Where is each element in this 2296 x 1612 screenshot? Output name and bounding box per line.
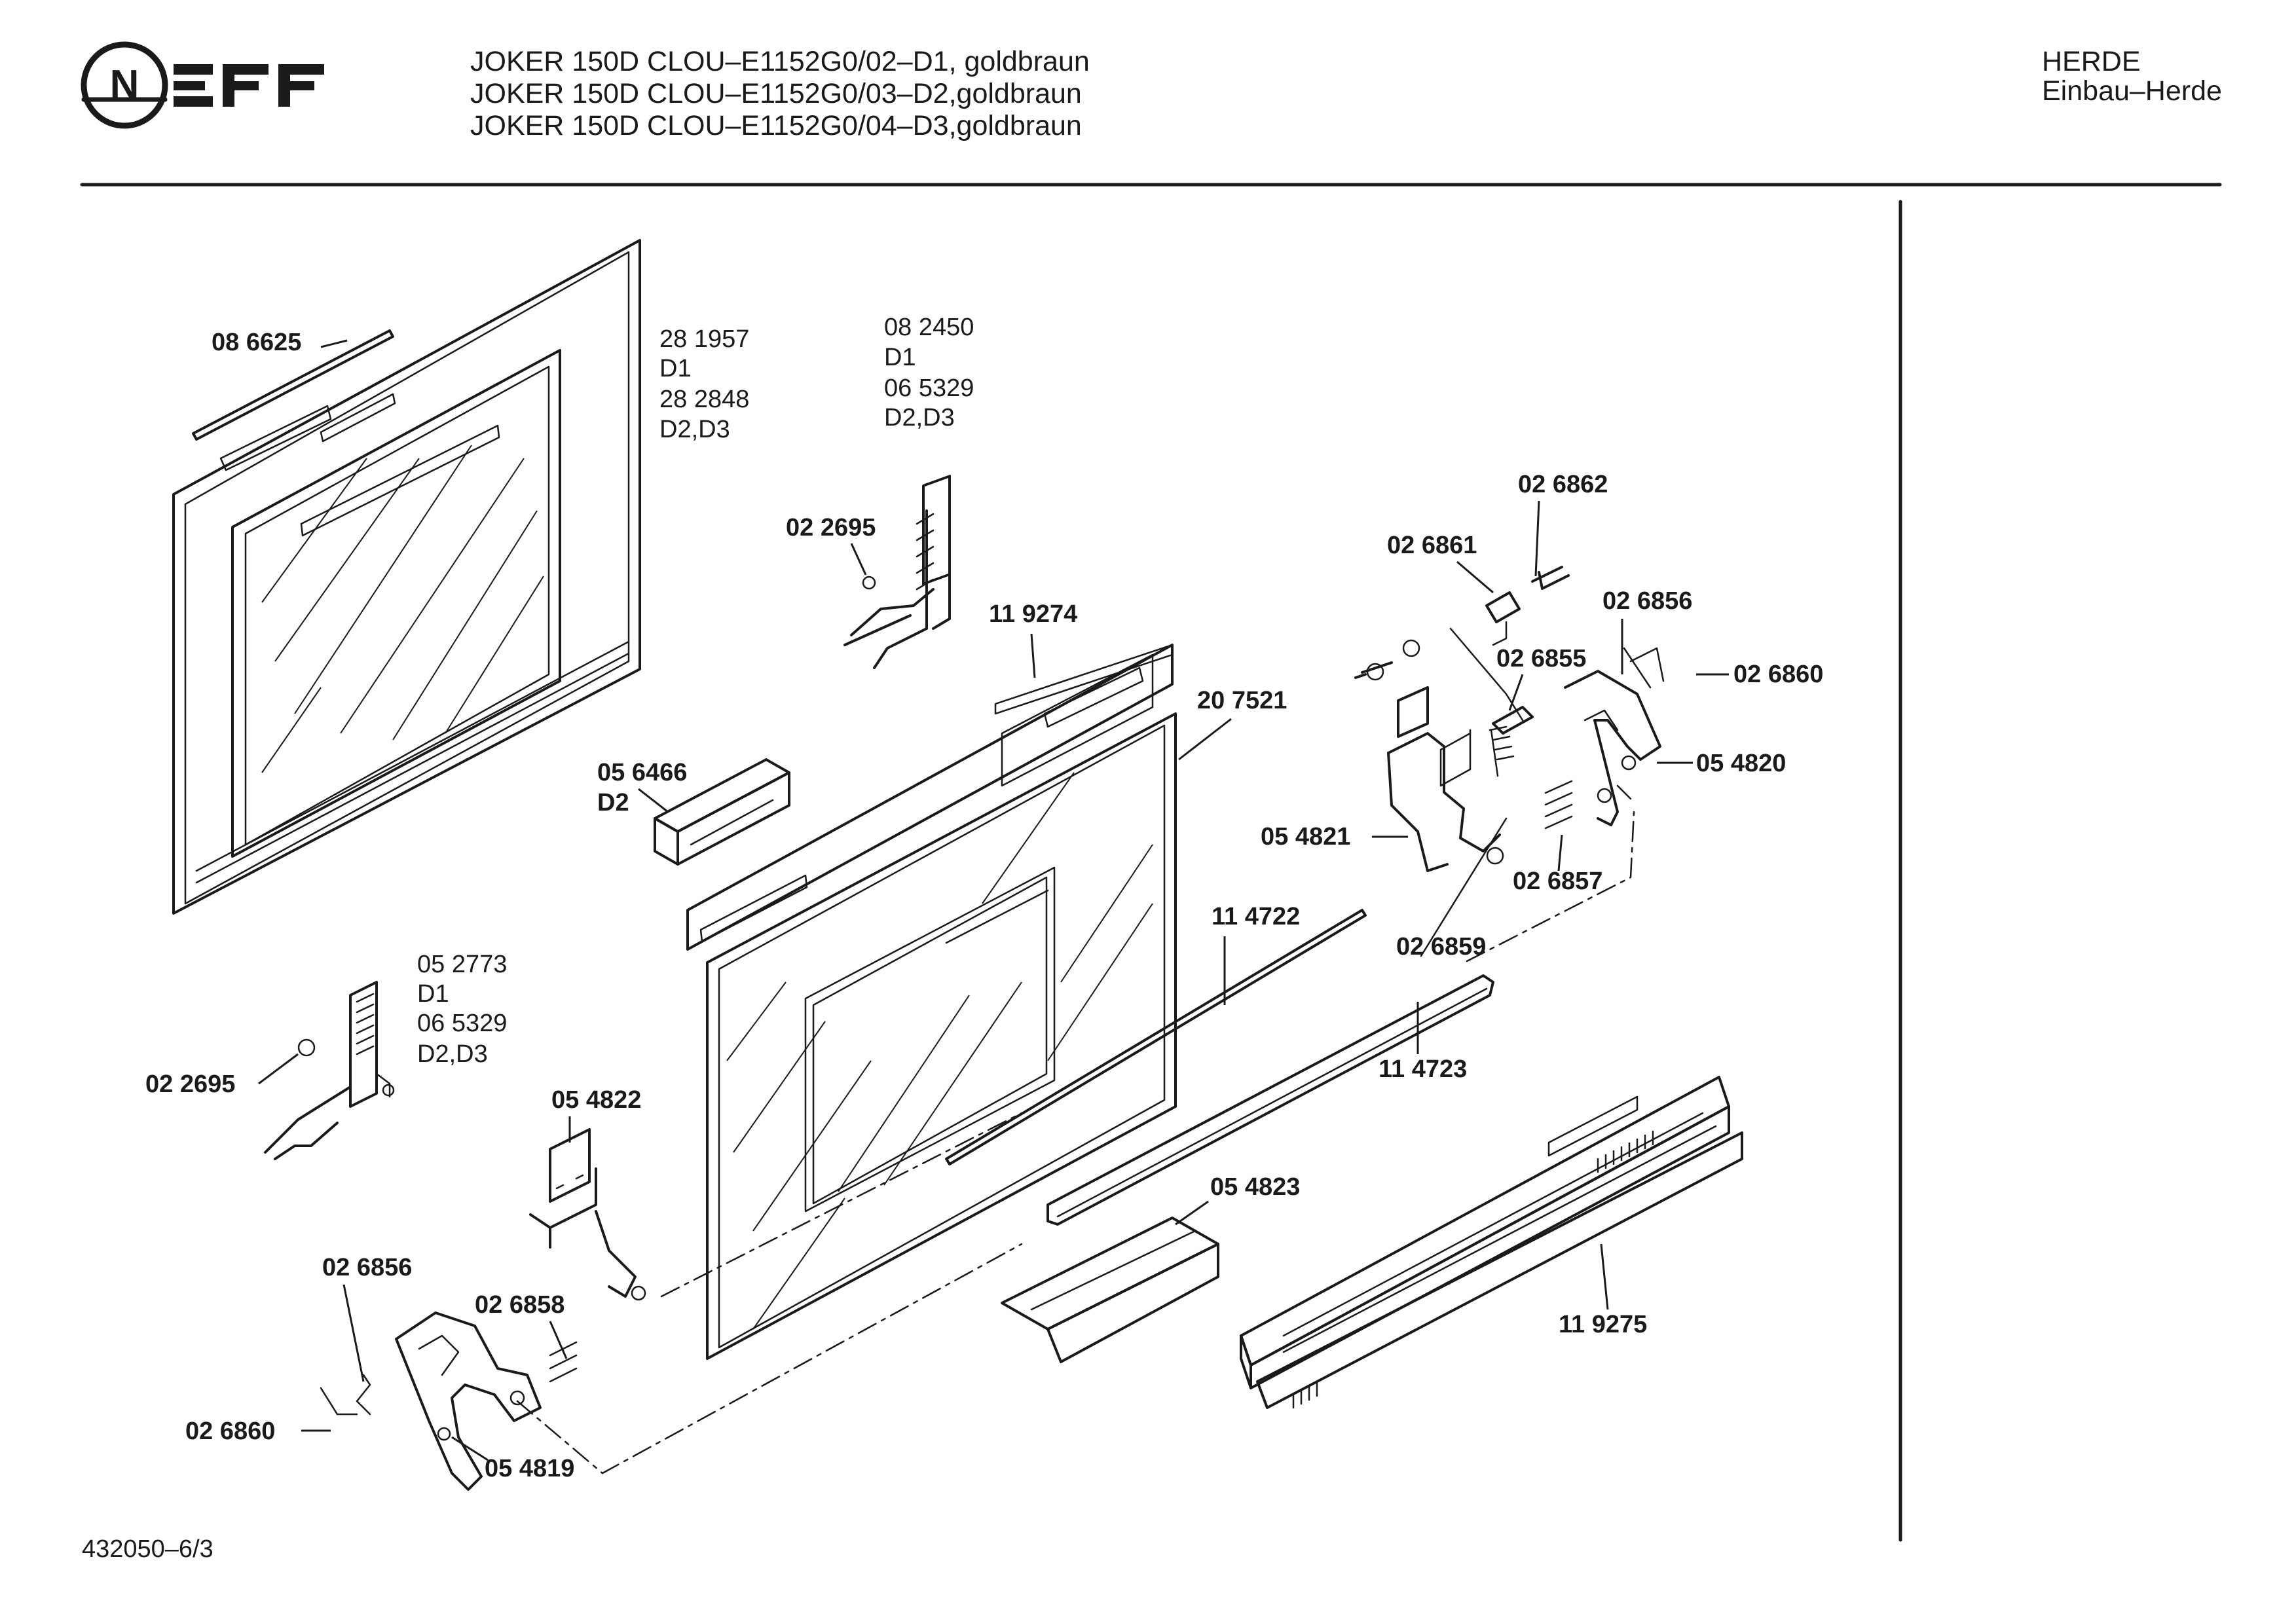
model-line-3: JOKER 150D CLOU–E1152G0/04–D3,goldbraun	[470, 110, 1082, 141]
category-label: HERDE	[2042, 46, 2141, 77]
leader-022695-left	[258, 1053, 299, 1085]
label-026859: 02 6859	[1396, 933, 1486, 961]
vent-piece-drawing	[654, 758, 790, 866]
label-281957: 28 1957	[659, 325, 749, 353]
label-026860-left: 02 6860	[185, 1418, 275, 1445]
label-026856-left: 02 6856	[322, 1254, 412, 1281]
label-026861: 02 6861	[1387, 532, 1477, 559]
label-054820: 05 4820	[1696, 750, 1786, 777]
label-082450: 08 2450	[884, 314, 974, 341]
label-086625: 08 6625	[212, 329, 301, 356]
subcategory-label: Einbau–Herde	[2042, 75, 2222, 107]
label-052773: 05 2773	[417, 951, 507, 978]
leader-119275	[1600, 1243, 1609, 1310]
handle-bar-drawing	[1240, 1076, 1743, 1409]
leader-054819	[451, 1436, 489, 1461]
label-114722: 11 4722	[1212, 903, 1300, 930]
label-054821: 05 4821	[1261, 823, 1350, 851]
leader-119274	[1030, 633, 1036, 678]
label-065329-top: 06 5329	[884, 375, 974, 402]
label-052773-variant: D1	[417, 980, 449, 1008]
leader-026856-left	[343, 1284, 365, 1382]
leader-056466	[638, 788, 669, 813]
right-hinge-assembly-drawing	[1354, 566, 1665, 872]
leader-207521	[1178, 718, 1232, 761]
leader-026862	[1534, 500, 1540, 577]
label-056466: 05 6466	[597, 759, 687, 786]
assembly-lines	[516, 627, 1635, 1475]
label-114723: 11 4723	[1379, 1055, 1467, 1083]
door-rails-drawing	[945, 909, 1494, 1226]
inner-door-frame-drawing	[686, 644, 1177, 1360]
label-056466-variant: D2	[597, 789, 629, 816]
leader-026857	[1557, 834, 1563, 871]
label-022695-left: 02 2695	[145, 1071, 235, 1098]
leader-026858	[549, 1321, 568, 1359]
label-282848-variant: D2,D3	[659, 416, 730, 443]
left-hinge-drawing	[264, 981, 395, 1160]
label-054822: 05 4822	[551, 1086, 641, 1114]
label-026860-right: 02 6860	[1733, 661, 1823, 688]
label-065329-left-variant: D2,D3	[417, 1040, 488, 1068]
label-054823: 05 4823	[1210, 1173, 1300, 1201]
hinge-quadrant-left-drawing	[320, 1311, 578, 1491]
label-082450-variant: D1	[884, 344, 916, 371]
leader-026855	[1508, 674, 1524, 711]
label-026858: 02 6858	[475, 1291, 565, 1319]
label-026857: 02 6857	[1513, 868, 1602, 895]
label-119274: 11 9274	[989, 600, 1077, 628]
label-022695-top: 02 2695	[786, 514, 876, 541]
leader-022695-top	[850, 543, 867, 576]
label-282848: 28 2848	[659, 386, 749, 413]
model-line-2: JOKER 150D CLOU–E1152G0/03–D2,goldbraun	[470, 78, 1082, 109]
top-hinge-drawing	[843, 475, 951, 669]
label-207521: 20 7521	[1197, 687, 1287, 714]
model-line-1: JOKER 150D CLOU–E1152G0/02–D1, goldbraun	[470, 46, 1090, 77]
leader-086625	[320, 339, 348, 348]
label-026862: 02 6862	[1518, 471, 1608, 498]
door-seal-strip	[192, 329, 394, 441]
label-065329-top-variant: D2,D3	[884, 404, 955, 431]
outer-door-panel-drawing	[172, 239, 641, 915]
label-281957-variant: D1	[659, 355, 692, 382]
label-065329-left: 06 5329	[417, 1010, 507, 1037]
neff-logo: N	[81, 41, 324, 129]
label-026856-right: 02 6856	[1602, 587, 1692, 615]
bracket-left-drawing	[529, 1128, 646, 1301]
label-026855: 02 6855	[1496, 645, 1586, 672]
handle-cover-drawing	[1001, 1217, 1219, 1363]
label-054819: 05 4819	[485, 1455, 574, 1482]
drawing-number: 432050–6/3	[82, 1535, 213, 1563]
label-119275: 11 9275	[1559, 1311, 1647, 1338]
leader-054823	[1175, 1200, 1209, 1226]
leader-026861	[1456, 560, 1494, 594]
